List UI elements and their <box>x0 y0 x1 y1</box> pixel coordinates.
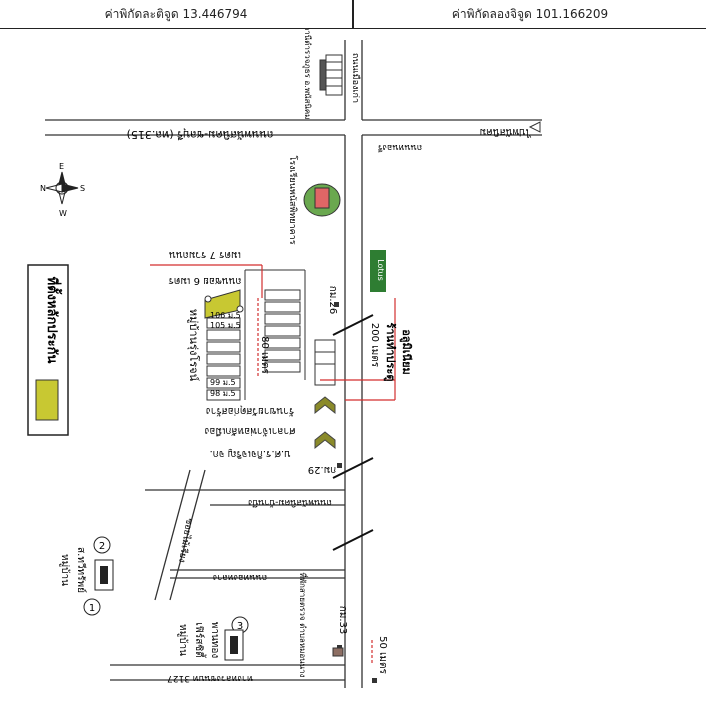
lot-99: 99 ม.5 <box>210 378 236 387</box>
village2-line1: หมู่บ้าน <box>177 624 189 656</box>
shop-chevron-icons <box>314 396 336 450</box>
temple-label: ที่พักสายตรวจ ตำบลหมอนนาง <box>298 572 309 677</box>
road-break-icon <box>332 314 374 551</box>
compass-rose-icon <box>45 171 79 205</box>
badge-1: 1 <box>89 603 95 614</box>
village-plots <box>204 269 336 401</box>
route-lines <box>150 264 396 665</box>
number-badge <box>83 536 249 634</box>
distance-top-2: ถนนซอย 6 เมตร <box>168 275 242 286</box>
lot-106: 106 ม.5 <box>210 311 241 320</box>
compass-s: S <box>80 184 85 193</box>
compass-n: N <box>40 184 46 193</box>
distance-top-1: เมตร 7 รวมถนน <box>169 249 241 260</box>
latitude-label: ค่าพิกัดละติจูด 13.446794 <box>104 7 248 21</box>
village2-icon <box>224 629 244 661</box>
km26-label: กม.26 <box>327 286 338 315</box>
soi-roads <box>154 469 345 601</box>
coordinate-header: ค่าพิกัดละติจูด 13.446794 ค่าพิกัดลองจิจ… <box>0 0 706 29</box>
plot-marker <box>236 305 244 313</box>
soi2-label: ถนนทองหลาง <box>213 572 267 582</box>
km-marker-icon <box>372 678 377 683</box>
shop-c-label: บ.ศ.ร.กิจเจริญ จก. <box>210 448 291 459</box>
old-town-road-label: ถนนเมืองเก่า <box>350 53 361 103</box>
side-road-label: ถนนหนองรี <box>378 142 423 153</box>
dist-50: 50 เมตร <box>377 636 388 674</box>
village-name: หมู่บ้านรุ่งโรจน์ <box>187 309 201 382</box>
soi-label: ซอยไม้เรียง <box>176 517 195 563</box>
km29-label: กม.29 <box>308 464 337 475</box>
lot-105: 105 ม.5 <box>210 321 241 330</box>
location-map: ถนนพนัสนิคม-ชลบุรี (ทล.315) ไปพนัสนิคม ถ… <box>27 28 542 688</box>
km-marker-icon <box>337 463 342 468</box>
lower-road <box>145 489 345 506</box>
shop-b-label: ศาลาเจ้าพ่อหลักเมือง <box>204 425 295 437</box>
school-icon <box>303 183 341 217</box>
village2-line2: เฟิร์สซิตี้ <box>193 622 207 658</box>
village1-line1: หมู่บ้าน <box>59 554 71 586</box>
school-label: โรงเรียนพนัสพิทยาคาร <box>287 155 298 244</box>
longitude-label: ค่าพิกัดลองจิจูด 101.166209 <box>451 7 609 21</box>
shop-a-label: ร้านขายวัสดุก่อสร้าง <box>206 405 294 417</box>
plot-marker <box>204 295 212 303</box>
lower-road-label: ถนนพนัสนิคม-บ้านบึง <box>248 497 332 508</box>
shop-line2: อลูมิเนียม <box>399 329 413 375</box>
arrow-icon <box>528 121 541 133</box>
dist-200: 200 เมตร <box>369 323 380 368</box>
compass-w: W <box>59 209 67 218</box>
police-station-icon <box>319 54 343 96</box>
old-town-road <box>344 40 363 120</box>
legend-label: ที่ตั้งหลักประกัน <box>44 277 63 364</box>
village2-line3: พานทอง <box>209 622 220 659</box>
village1-icon <box>94 559 114 591</box>
main-road <box>344 135 363 688</box>
km33-label: กม.33 <box>337 606 348 635</box>
badge-2: 2 <box>99 541 105 552</box>
legend-box <box>27 264 69 436</box>
house-icon <box>332 647 344 657</box>
header-divider <box>352 0 354 28</box>
village1-line2: ส.ทวีทรัพย์ <box>75 547 87 593</box>
km-marker-icon <box>334 302 339 307</box>
lotus-logo <box>370 250 386 292</box>
badge-3: 3 <box>237 621 243 632</box>
bottom-road-label: ทางหลวงชนบท 3127 <box>167 673 253 683</box>
highway-label: ถนนพนัสนิคม-ชลบุรี (ทล.315) <box>127 128 274 141</box>
highway-315 <box>45 119 542 136</box>
lot-98: 98 ม.5 <box>210 389 236 398</box>
to-chonburi-label: ไปพนัสนิคม <box>479 126 531 138</box>
lotus-label: Lotus <box>376 259 385 281</box>
bottom-road <box>110 664 345 681</box>
shop-line1: ร้านทำประตู <box>383 323 397 382</box>
compass-e: E <box>59 162 64 171</box>
police-station-label: สถานีตำรวจภูธร อ.พนัสนิคม <box>302 28 312 119</box>
dist-80: 80 เมตร <box>259 336 270 374</box>
